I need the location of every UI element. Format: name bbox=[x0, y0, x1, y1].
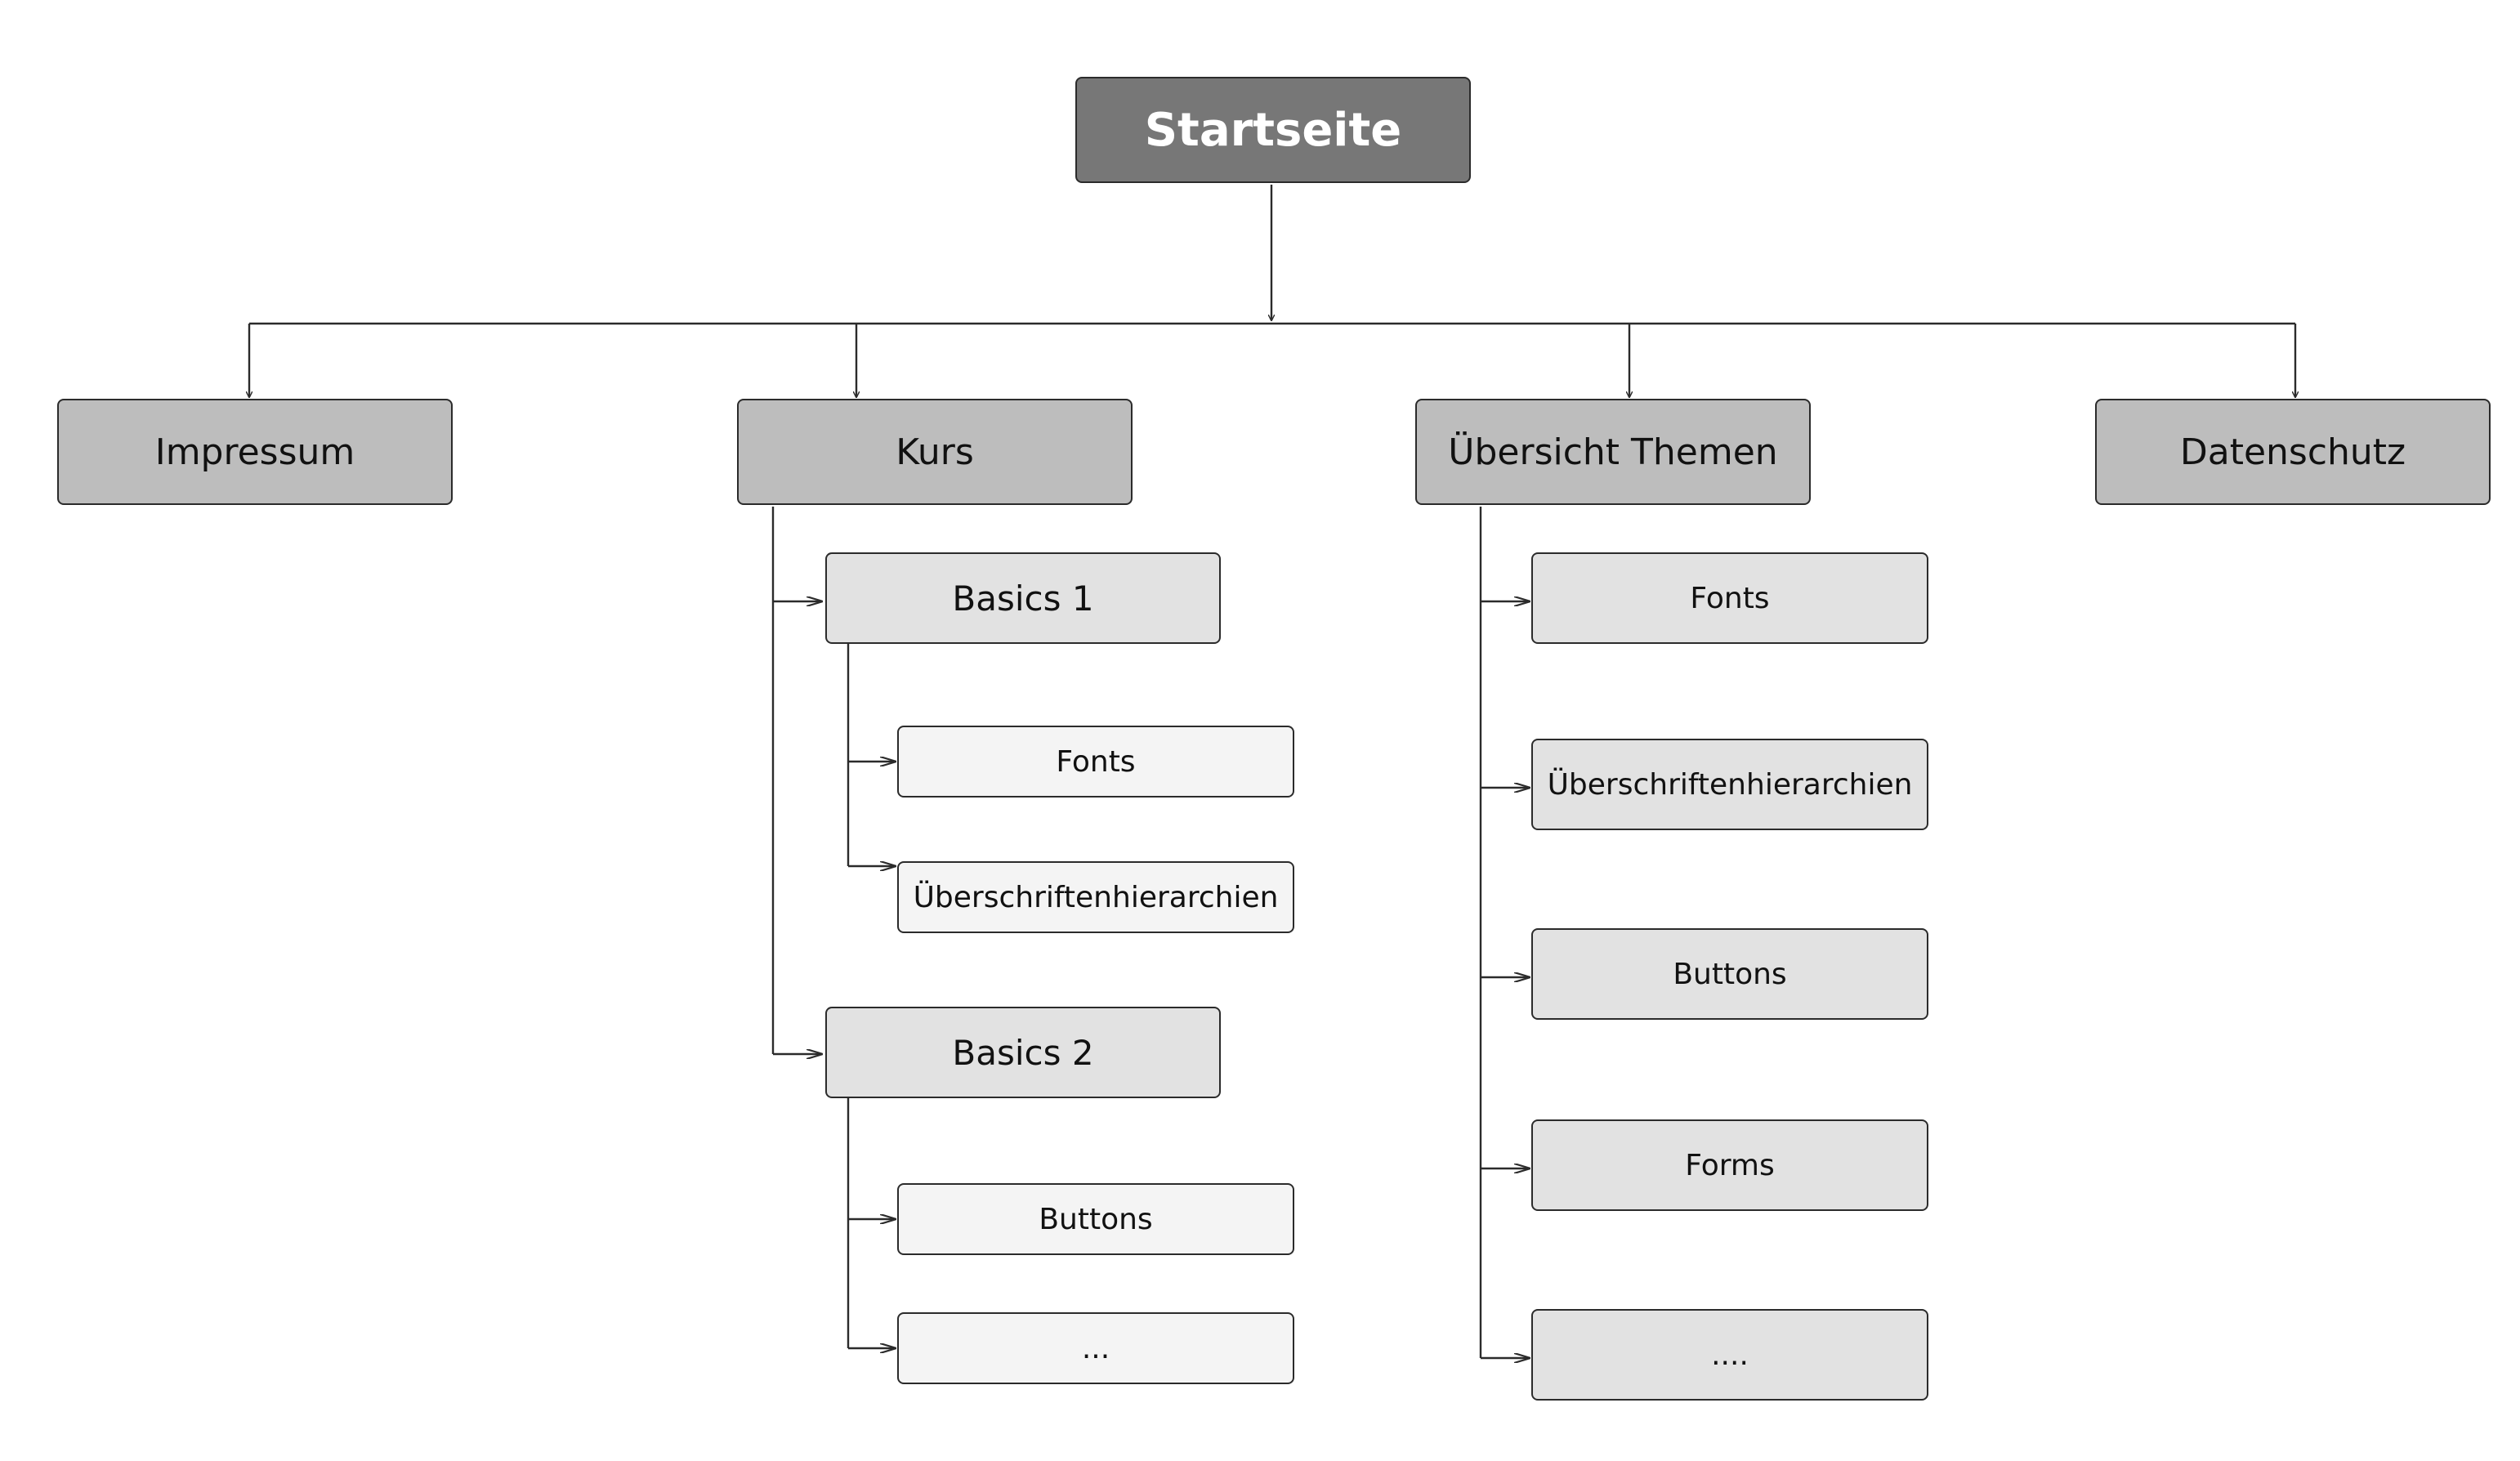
node-basics-1: Basics 1 bbox=[825, 552, 1221, 644]
node-themen-ueberschriften: Überschriftenhierarchien bbox=[1531, 739, 1928, 830]
node-basics-2: Basics 2 bbox=[825, 1007, 1221, 1098]
node-kurs: Kurs bbox=[737, 399, 1133, 505]
node-themen-buttons: Buttons bbox=[1531, 928, 1928, 1020]
node-themen-forms: Forms bbox=[1531, 1119, 1928, 1211]
node-basics2-buttons: Buttons bbox=[897, 1183, 1294, 1255]
node-datenschutz: Datenschutz bbox=[2095, 399, 2491, 505]
node-basics1-ueberschriften: Überschriftenhierarchien bbox=[897, 861, 1294, 933]
node-themen-fonts: Fonts bbox=[1531, 552, 1928, 644]
node-basics2-more: ... bbox=[897, 1312, 1294, 1384]
node-startseite: Startseite bbox=[1075, 77, 1471, 183]
node-uebersicht-themen: Übersicht Themen bbox=[1415, 399, 1811, 505]
node-themen-more: .... bbox=[1531, 1309, 1928, 1401]
node-basics1-fonts: Fonts bbox=[897, 726, 1294, 798]
node-impressum: Impressum bbox=[57, 399, 453, 505]
